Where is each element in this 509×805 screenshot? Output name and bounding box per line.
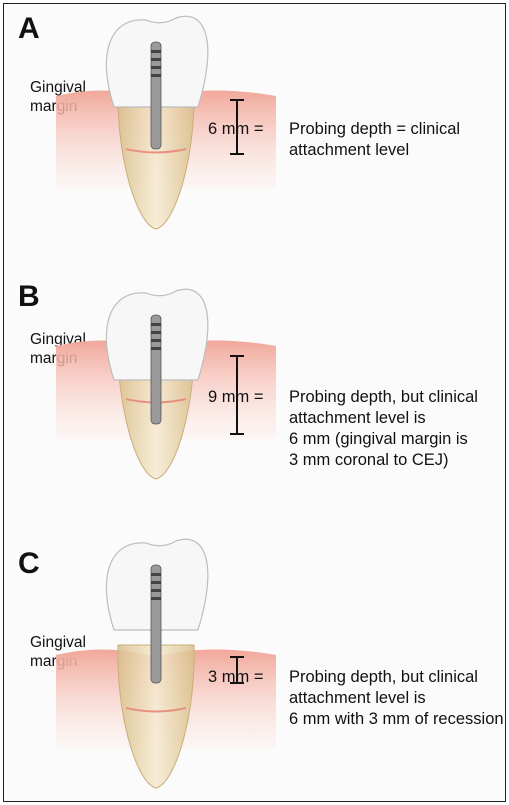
panel-label: C <box>18 549 40 579</box>
probe-marking <box>151 66 161 69</box>
probe-marking <box>151 589 161 592</box>
probe-marking <box>151 74 161 77</box>
panel-a: A Gingival margin 6 mm = Probing depth =… <box>4 4 506 269</box>
panel-b: B Gingival margin 9 mm = Probing depth, … <box>4 272 506 537</box>
measurement-value: 9 mm = <box>208 387 263 408</box>
panel-label: A <box>18 14 40 44</box>
probe-marking <box>151 58 161 61</box>
measurement-value: 6 mm = <box>208 119 263 140</box>
probe-marking <box>151 573 161 576</box>
probe-marking <box>151 50 161 53</box>
probe-marking <box>151 581 161 584</box>
probe-marking <box>151 347 161 350</box>
measurement-description: Probing depth, but clinical attachment l… <box>289 387 478 471</box>
probe-marking <box>151 331 161 334</box>
panel-c: C Gingival margin 3 mm = Probing depth, … <box>4 537 506 802</box>
probe-marking <box>151 597 161 600</box>
figure-frame: A Gingival margin 6 mm = Probing depth =… <box>3 3 506 802</box>
measurement-description: Probing depth = clinical attachment leve… <box>289 119 460 161</box>
probe-marking <box>151 323 161 326</box>
panel-label: B <box>18 282 40 312</box>
probe-marking <box>151 339 161 342</box>
measurement-value: 3 mm = <box>208 667 263 688</box>
measurement-description: Probing depth, but clinical attachment l… <box>289 667 504 730</box>
